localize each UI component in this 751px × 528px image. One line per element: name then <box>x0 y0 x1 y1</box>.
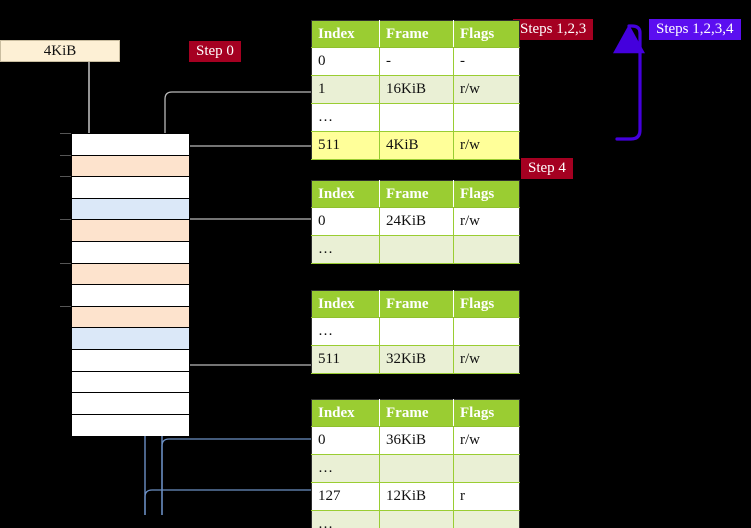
memory-frame-row <box>72 393 189 415</box>
badge-steps-123: Steps 1,2,3 <box>513 19 594 40</box>
column-header-flags: Flags <box>453 399 520 427</box>
column-header-flags: Flags <box>453 290 520 318</box>
column-header-flags: Flags <box>453 180 520 208</box>
cell-flags <box>453 317 520 346</box>
memory-frame-row <box>72 177 189 199</box>
column-header-flags: Flags <box>453 20 520 48</box>
badge-step-0: Step 0 <box>189 41 241 62</box>
cell-flags <box>453 235 520 264</box>
memory-frame-row <box>72 414 189 437</box>
cell-frame <box>379 454 454 483</box>
memory-tick <box>60 176 71 178</box>
column-header-index: Index <box>311 20 380 48</box>
badge-step-4: Step 4 <box>521 158 573 179</box>
cell-flags <box>453 103 520 132</box>
memory-size-label-text: 4KiB <box>43 42 77 59</box>
cell-frame <box>379 317 454 346</box>
cell-flags: r/w <box>453 426 520 455</box>
memory-frame-row <box>72 350 189 372</box>
cell-frame <box>379 103 454 132</box>
cell-frame: 12KiB <box>379 482 454 511</box>
cell-flags: r <box>453 482 520 511</box>
cell-index: … <box>311 235 380 264</box>
table-row: … <box>311 235 520 264</box>
memory-frame-row <box>72 198 189 221</box>
table-row: … <box>311 103 520 132</box>
cell-frame: 24KiB <box>379 207 454 236</box>
memory-tick <box>60 305 71 307</box>
cell-frame <box>379 235 454 264</box>
cell-flags <box>453 454 520 483</box>
cell-frame: - <box>379 47 454 76</box>
memory-frame-row <box>72 371 189 394</box>
cell-index: 511 <box>311 345 380 374</box>
purple-bracket-arrow <box>613 24 645 141</box>
table-row: … <box>311 510 520 528</box>
memory-frame-row <box>72 155 189 178</box>
cell-flags: r/w <box>453 75 520 104</box>
memory-frame-row <box>72 242 189 264</box>
memory-tick <box>60 133 71 134</box>
wire-memory-to-table2 <box>171 290 311 366</box>
memory-tick <box>60 262 71 264</box>
memory-tick <box>60 154 71 156</box>
cell-index: 0 <box>311 47 380 76</box>
cell-index: 1 <box>311 75 380 104</box>
cell-flags: r/w <box>453 131 520 160</box>
cell-index: … <box>311 454 380 483</box>
cell-flags: r/w <box>453 207 520 236</box>
cell-frame: 36KiB <box>379 426 454 455</box>
column-header-frame: Frame <box>379 399 454 427</box>
column-header-index: Index <box>311 399 380 427</box>
table-row: 0-- <box>311 47 520 76</box>
cell-index: 127 <box>311 482 380 511</box>
cell-index: 511 <box>311 131 380 160</box>
cell-frame: 4KiB <box>379 131 454 160</box>
badge-steps-1234: Steps 1,2,3,4 <box>649 19 741 40</box>
column-header-index: Index <box>311 290 380 318</box>
physical-memory-column <box>71 133 190 437</box>
cell-frame: 32KiB <box>379 345 454 374</box>
cell-index: … <box>311 510 380 528</box>
memory-frame-row <box>72 306 189 329</box>
table-row: … <box>311 454 520 483</box>
cell-frame: 16KiB <box>379 75 454 104</box>
cell-flags: r/w <box>453 345 520 374</box>
cell-flags: - <box>453 47 520 76</box>
cell-flags <box>453 510 520 528</box>
column-header-frame: Frame <box>379 290 454 318</box>
cell-index: 0 <box>311 426 380 455</box>
column-header-index: Index <box>311 180 380 208</box>
memory-tick <box>60 219 71 221</box>
column-header-frame: Frame <box>379 180 454 208</box>
memory-size-label: 4KiB <box>0 40 120 62</box>
cell-index: … <box>311 317 380 346</box>
column-header-frame: Frame <box>379 20 454 48</box>
memory-frame-row <box>72 263 189 286</box>
memory-frame-row <box>72 285 189 307</box>
cell-index: 0 <box>311 207 380 236</box>
memory-frame-row <box>72 220 189 242</box>
cell-index: … <box>311 103 380 132</box>
memory-frame-row <box>72 328 189 350</box>
memory-frame-row <box>72 134 189 156</box>
table-row: … <box>311 317 520 346</box>
cell-frame <box>379 510 454 528</box>
